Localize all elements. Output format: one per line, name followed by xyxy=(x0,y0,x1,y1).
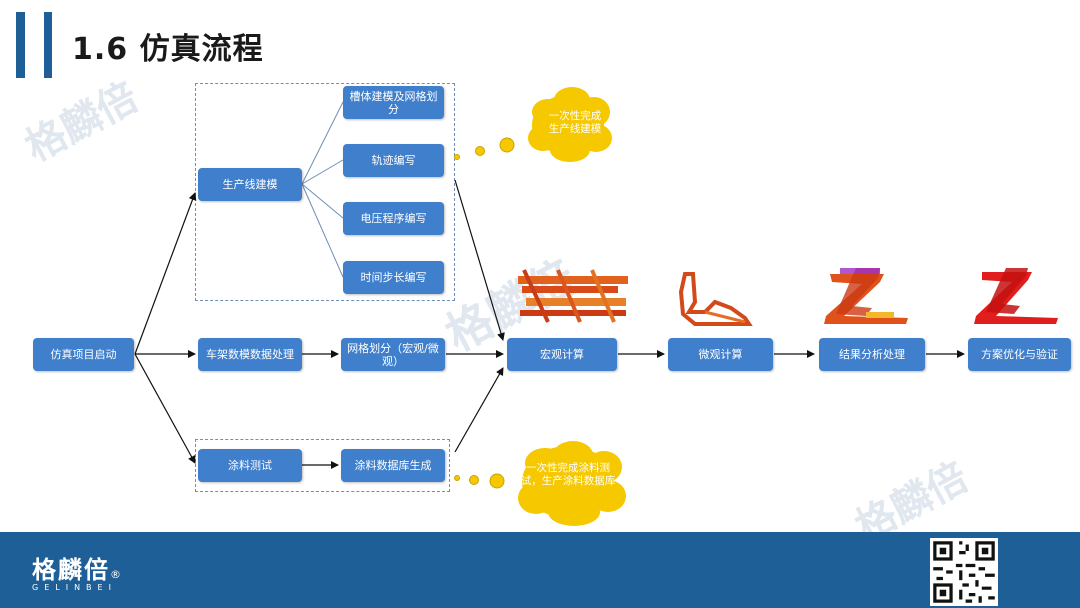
node-optimize: 方案优化与验证 xyxy=(968,338,1071,371)
node-frame-data: 车架数模数据处理 xyxy=(198,338,302,371)
node-micro: 微观计算 xyxy=(668,338,773,371)
qr-code-image xyxy=(930,538,998,606)
tree-line xyxy=(301,183,344,219)
frame-render-result xyxy=(824,268,908,324)
node-start: 仿真项目启动 xyxy=(33,338,134,371)
brand-name-en: GELINBEI xyxy=(32,583,117,592)
node-coating-db: 涂料数据库生成 xyxy=(341,449,445,482)
brand-name-cn: 格麟倍 xyxy=(32,556,110,584)
frame-render-macro xyxy=(518,269,628,323)
node-line-model: 生产线建模 xyxy=(198,168,302,201)
node-mesh-div: 网格划分（宏观/微观） xyxy=(341,338,445,371)
tree-line xyxy=(301,159,344,185)
tree-line xyxy=(301,101,344,185)
node-body-mesh: 槽体建模及网格划分 xyxy=(343,86,444,119)
title-accent-bar-2 xyxy=(44,12,52,78)
node-macro: 宏观计算 xyxy=(507,338,617,371)
node-voltage: 电压程序编写 xyxy=(343,202,444,235)
thought-cloud-top xyxy=(454,87,612,162)
line-modeling-group xyxy=(195,83,455,301)
frame-render-optimize xyxy=(974,268,1058,324)
coating-group xyxy=(195,439,450,492)
tree-line xyxy=(301,183,344,278)
arrow-group-to-macro xyxy=(454,179,505,341)
page-title: 1.6 仿真流程 xyxy=(72,32,264,67)
title-accent-bar xyxy=(16,12,25,78)
cloud-bottom-text: 一次性完成涂料测试，生产涂料数据库 xyxy=(520,462,616,487)
footer-logo: 格麟倍® GELINBEI xyxy=(32,550,121,592)
arrow-to-coating-test xyxy=(134,353,196,464)
brand-reg: ® xyxy=(110,568,121,581)
cloud-top-text: 一次性完成生产线建模 xyxy=(548,110,602,135)
arrow-coating-to-macro xyxy=(454,367,504,453)
frame-render-micro xyxy=(678,272,753,326)
node-result: 结果分析处理 xyxy=(819,338,925,371)
node-coating-test: 涂料测试 xyxy=(198,449,302,482)
footer-bar xyxy=(0,532,1080,608)
arrow-to-line-model xyxy=(134,192,197,355)
thought-cloud-bottom xyxy=(454,441,626,526)
node-trajectory: 轨迹编写 xyxy=(343,144,444,177)
node-timestep: 时间步长编写 xyxy=(343,261,444,294)
